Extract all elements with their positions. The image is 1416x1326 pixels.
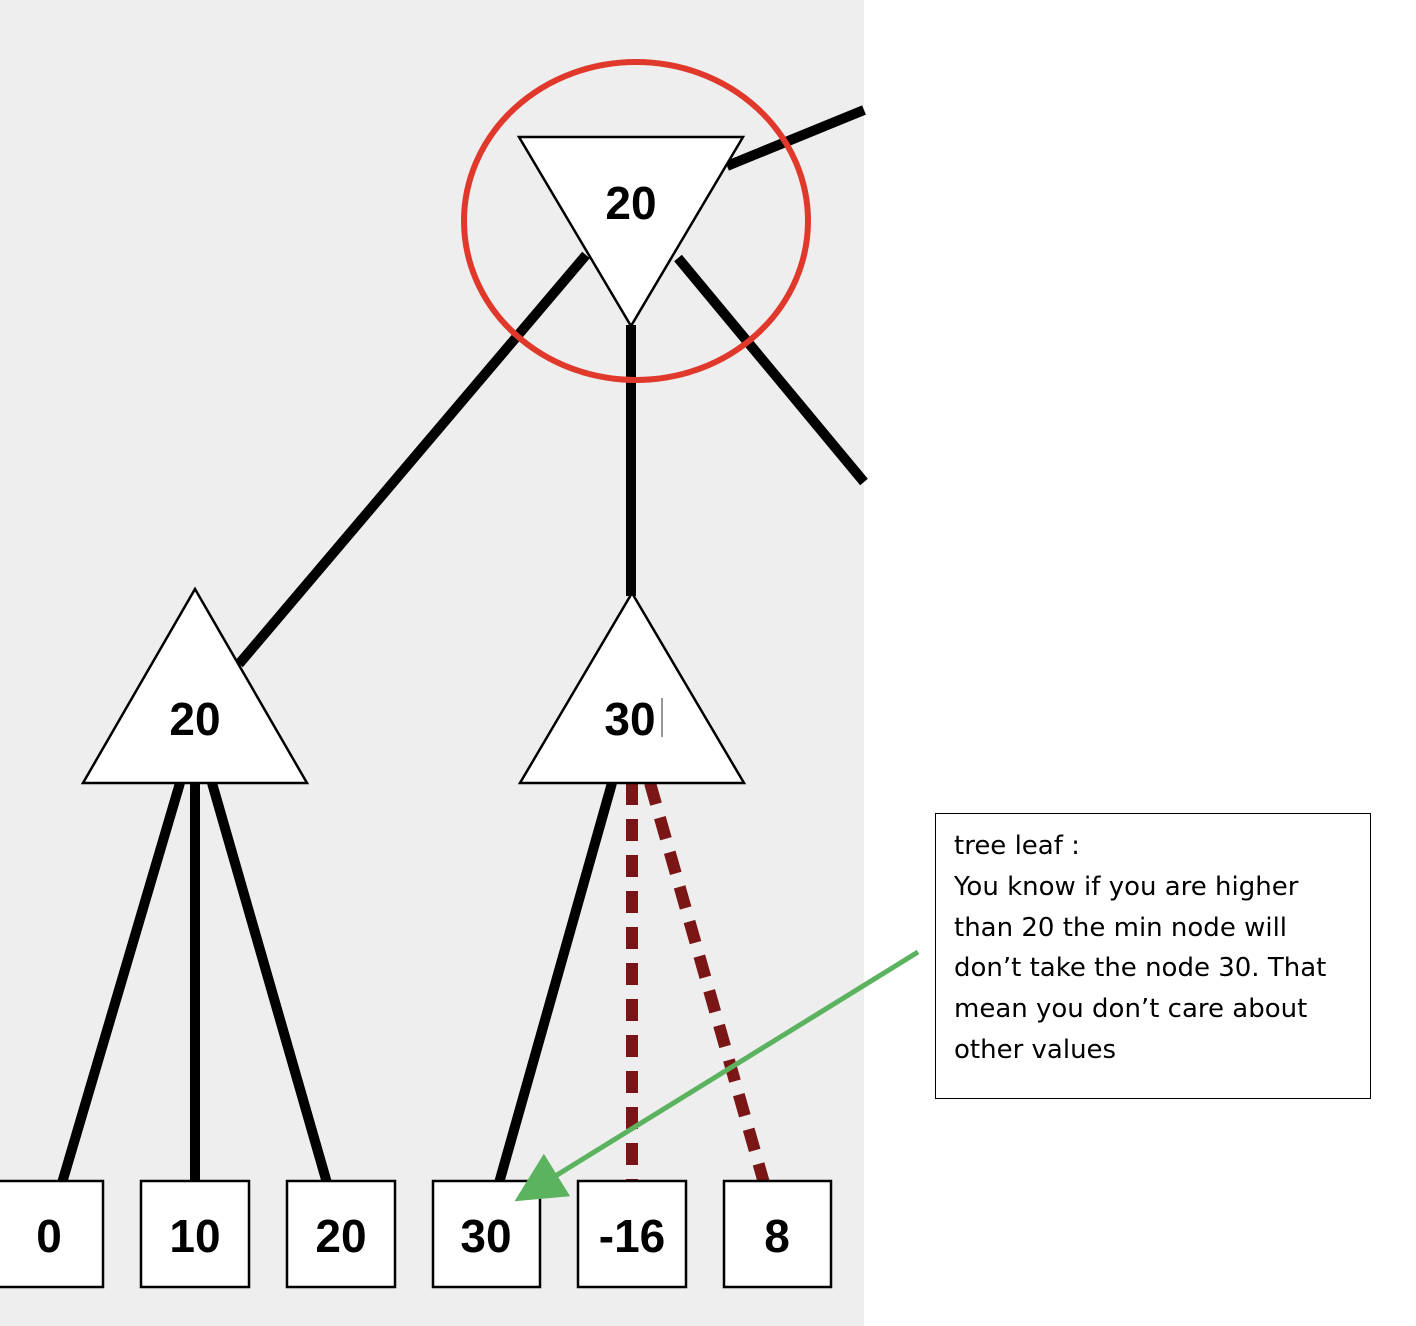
- leaf-node-minus16: [576, 1179, 688, 1289]
- leaf-value-20: 20: [315, 1210, 366, 1262]
- max-node-middle: [517, 590, 747, 785]
- note-line: You know if you are higher: [954, 871, 1299, 902]
- max-node-left-value: 20: [169, 693, 220, 745]
- leaf-value-8: 8: [764, 1210, 790, 1262]
- note-line: other values: [954, 1034, 1117, 1065]
- note-line: tree leaf :: [954, 831, 1080, 861]
- leaf-node-30: [431, 1179, 542, 1289]
- leaf-value-30: 30: [460, 1210, 511, 1262]
- annotation-arrow: [514, 949, 920, 1202]
- min-node-root: [516, 135, 746, 329]
- note-line: don’t take the node 30. That: [954, 953, 1327, 984]
- leaf-node-0: [0, 1179, 105, 1289]
- note-line: mean you don’t care about: [954, 994, 1308, 1025]
- edge-left-max-to-leaf-0: [57, 781, 185, 1185]
- edge-root-to-right-child: [674, 254, 868, 486]
- max-node-left: [80, 586, 310, 785]
- min-node-root-value: 20: [605, 177, 656, 229]
- leaf-node-8: [722, 1179, 833, 1289]
- edge-left-max-to-leaf-20: [207, 781, 332, 1185]
- edge-root-to-left-max: [235, 251, 590, 668]
- leaf-node-10: [139, 1179, 251, 1289]
- leaf-node-20: [285, 1179, 397, 1289]
- annotation-note-box: tree leaf : You know if you are higher t…: [935, 813, 1371, 1099]
- leaf-value-minus16: -16: [599, 1210, 665, 1262]
- edge-root-to-parent: [725, 105, 866, 171]
- note-line: than 20 the min node will: [954, 912, 1288, 943]
- max-node-middle-value: 30: [604, 693, 655, 745]
- highlight-circle: [461, 59, 811, 383]
- leaf-value-0: 0: [36, 1210, 62, 1262]
- edge-middle-max-to-leaf-30: [494, 781, 617, 1185]
- leaf-value-10: 10: [169, 1210, 220, 1262]
- diagram-panel: [0, 0, 864, 1326]
